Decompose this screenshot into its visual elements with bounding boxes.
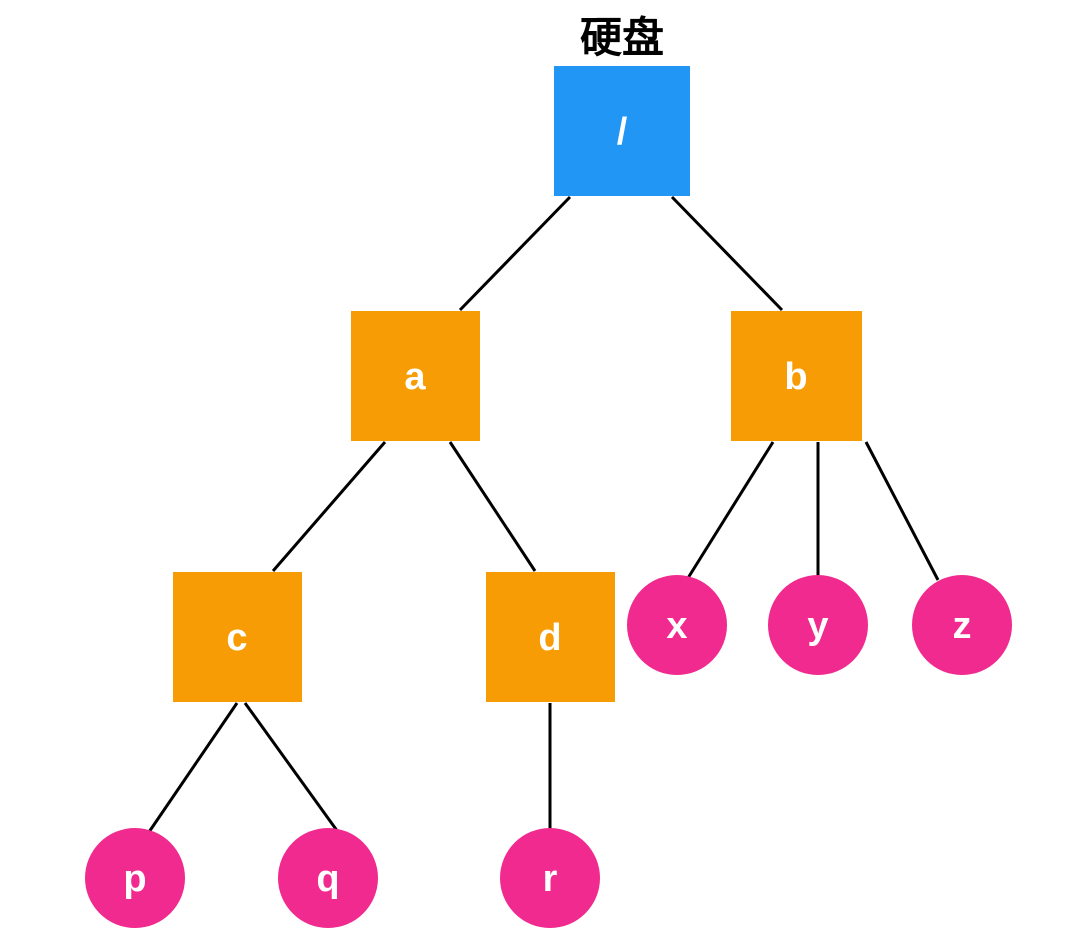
node-label-c: c bbox=[226, 617, 247, 659]
node-shape-circle-r[interactable] bbox=[500, 828, 600, 928]
node-shape-circle-z[interactable] bbox=[912, 575, 1012, 675]
node-label-q: q bbox=[316, 858, 339, 900]
node-label-y: y bbox=[807, 605, 828, 647]
node-label-d: d bbox=[538, 617, 561, 659]
edges-layer bbox=[147, 195, 940, 833]
node-label-x: x bbox=[666, 605, 687, 647]
edge-a-to-d bbox=[448, 441, 537, 572]
node-label-a: a bbox=[404, 356, 426, 398]
node-c[interactable]: c bbox=[173, 572, 302, 702]
edge-root-to-b bbox=[670, 195, 784, 312]
node-label-b: b bbox=[784, 356, 807, 398]
edge-b-to-z bbox=[864, 441, 940, 581]
edge-root-to-a bbox=[458, 195, 572, 312]
node-r[interactable]: r bbox=[500, 828, 600, 928]
node-d[interactable]: d bbox=[486, 572, 615, 702]
node-shape-rect-root[interactable] bbox=[554, 66, 690, 196]
node-shape-rect-b[interactable] bbox=[731, 311, 862, 441]
node-label-r: r bbox=[543, 858, 558, 900]
node-q[interactable]: q bbox=[278, 828, 378, 928]
node-shape-rect-a[interactable] bbox=[351, 311, 480, 441]
node-y[interactable]: y bbox=[768, 575, 868, 675]
node-z[interactable]: z bbox=[912, 575, 1012, 675]
node-root[interactable]: / bbox=[554, 66, 690, 196]
node-a[interactable]: a bbox=[351, 311, 480, 441]
node-shape-circle-q[interactable] bbox=[278, 828, 378, 928]
edge-c-to-p bbox=[147, 702, 239, 833]
node-shape-circle-y[interactable] bbox=[768, 575, 868, 675]
node-shape-rect-d[interactable] bbox=[486, 572, 615, 702]
node-label-z: z bbox=[953, 605, 972, 647]
node-label-root: / bbox=[617, 111, 628, 153]
node-shape-rect-c[interactable] bbox=[173, 572, 302, 702]
node-x[interactable]: x bbox=[627, 575, 727, 675]
node-label-p: p bbox=[123, 858, 146, 900]
nodes-layer: / a b c d x y z p q r bbox=[85, 66, 1012, 928]
edge-a-to-c bbox=[271, 441, 387, 572]
node-shape-circle-p[interactable] bbox=[85, 828, 185, 928]
node-b[interactable]: b bbox=[731, 311, 862, 441]
node-shape-circle-x[interactable] bbox=[627, 575, 727, 675]
edge-b-to-x bbox=[686, 441, 775, 579]
edge-c-to-q bbox=[243, 702, 340, 833]
node-p[interactable]: p bbox=[85, 828, 185, 928]
diagram-title: 硬盘 bbox=[580, 13, 664, 62]
